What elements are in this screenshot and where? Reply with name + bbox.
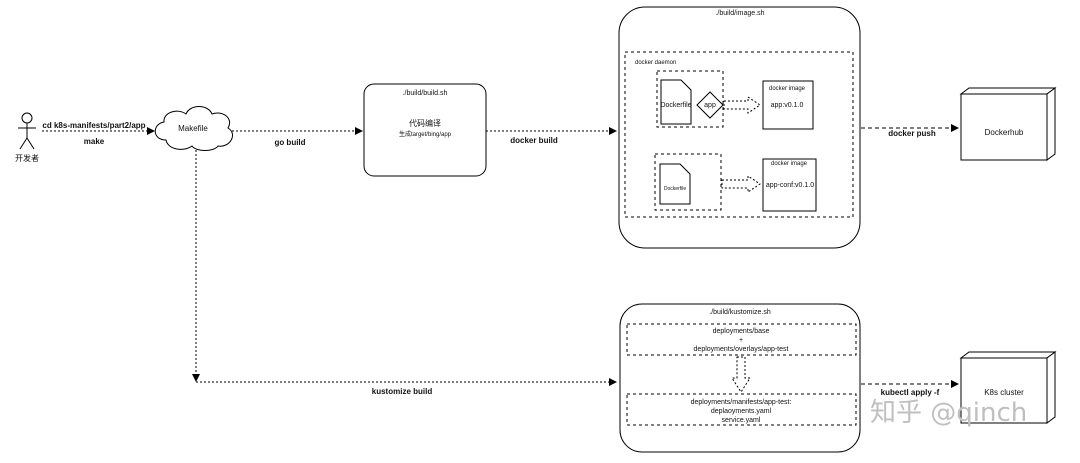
build-group-1 <box>656 70 724 128</box>
dockerhub-label: Dockerhub <box>985 128 1024 137</box>
kustomize-sh-title: ./build/kustomize.sh <box>709 309 771 316</box>
app-label: app <box>704 102 716 109</box>
makefile-cloud <box>154 106 233 151</box>
kustomize-sh-box <box>619 303 861 453</box>
image-sh-box <box>618 6 861 249</box>
kustomize-output-line2: deplaoyments.yaml <box>711 408 772 415</box>
edge-kustomize-build-label: kustomize build <box>372 387 433 396</box>
build-sh-line1: 代码编译 <box>409 118 441 128</box>
kustomize-input-box <box>626 323 857 356</box>
k8s-cluster-label: K8s cluster <box>984 388 1024 397</box>
developer-actor <box>18 112 36 150</box>
docker-image-1-caption: docker image <box>769 86 806 92</box>
watermark: 知乎 @qinch <box>870 398 1027 428</box>
k8s-cluster-cube <box>959 351 1057 424</box>
dockerfile-2-label: Dockerfile <box>664 186 686 192</box>
kustomize-input-line3: deployments/overlays/app-test <box>694 346 789 353</box>
docker-image-2-name: app-conf:v0.1.0 <box>766 182 814 189</box>
actor-label: 开发者 <box>15 153 39 163</box>
docker-image-2-caption: docker image <box>771 161 808 167</box>
docker-daemon-box <box>624 51 854 218</box>
edge-docker-build-label: docker build <box>510 136 558 145</box>
docker-image-1-box <box>762 80 814 130</box>
dockerfile-1-label: Dockerfile <box>660 102 691 109</box>
edge-kubectl-apply-label: kubectl apply -f <box>881 388 940 397</box>
kustomize-input-line2: + <box>739 337 743 344</box>
image-sh-title: ./build/image.sh <box>715 10 764 17</box>
kustomize-input-line1: deployments/base <box>713 328 770 335</box>
makefile-label: Makefile <box>178 124 208 133</box>
edge-go-build-label: go build <box>274 138 305 147</box>
build-arrow-2 <box>721 175 761 193</box>
docker-daemon-label: docker daemon <box>635 60 676 66</box>
build-sh-title: ./build/build.sh <box>403 90 448 97</box>
dockerfile-1-doc <box>660 79 692 125</box>
app-diamond <box>696 91 724 119</box>
kustomize-output-line3: service.yaml <box>722 417 761 424</box>
kustomize-output-box <box>626 393 857 426</box>
actor-head <box>21 112 33 124</box>
edge-make-label: make <box>84 137 105 146</box>
edge-makefile-kustomize <box>195 150 617 386</box>
dockerfile-2-doc <box>659 163 691 205</box>
build-arrow-1 <box>723 96 761 114</box>
edge-cd-label: cd k8s-manifests/part2/app <box>42 121 145 130</box>
edge-docker-push-label: docker push <box>888 129 936 138</box>
kustomize-output-line1: deployments/manifests/app-test: <box>691 399 792 406</box>
docker-image-1-name: app:v0.1.0 <box>771 102 804 109</box>
build-group-2 <box>654 153 722 211</box>
dockerhub-cube <box>959 87 1057 161</box>
build-sh-line2: 生成target/bing/app <box>399 130 452 138</box>
build-sh-box <box>363 83 487 177</box>
docker-image-2-box <box>762 158 817 212</box>
edge-kustomize-start-arrow <box>192 374 200 382</box>
